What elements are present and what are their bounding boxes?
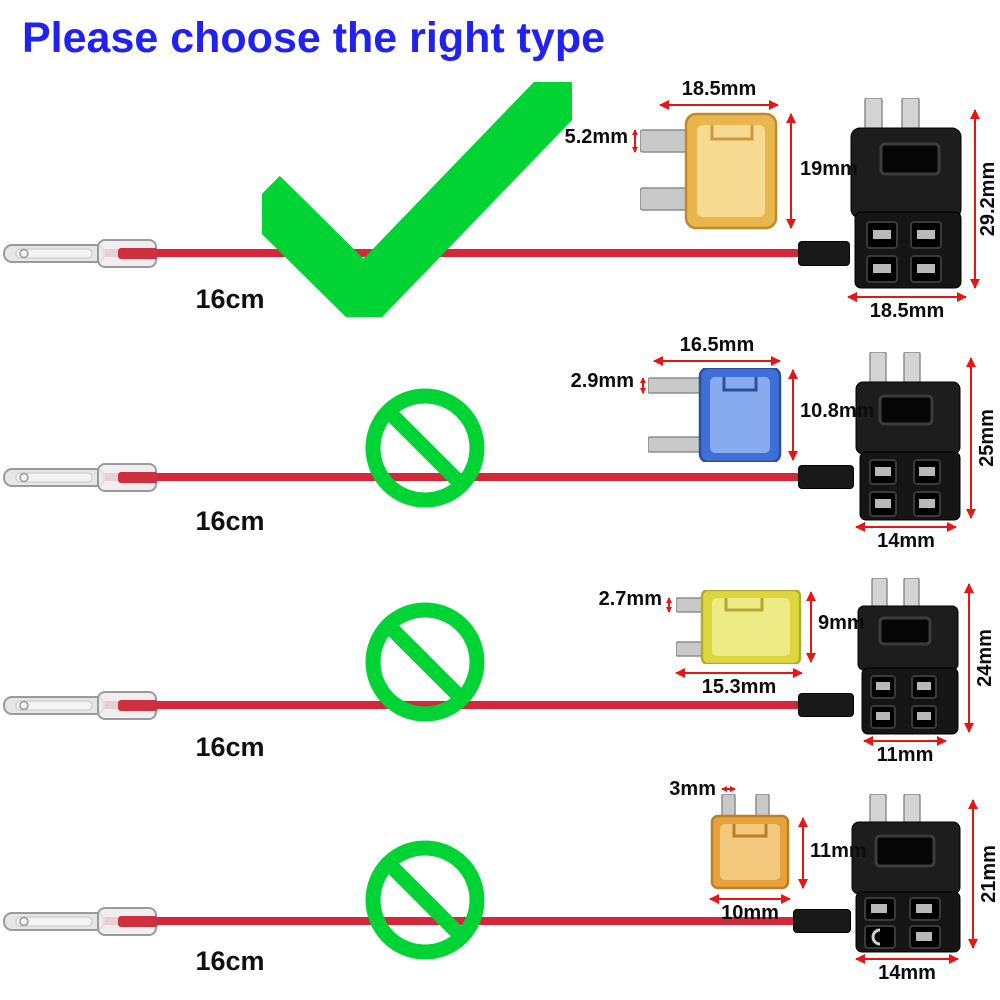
page-title: Please choose the right type [22,14,606,62]
row2-fuse-width-label: 16.5mm [679,334,755,356]
row2-holder-height-label: 25mm [976,409,998,467]
row3-fuse-width-label: 15.3mm [701,676,777,698]
row1-blade-label: 5.2mm [564,126,628,148]
row2-fuse-height-arrow [788,369,798,461]
row3-blade-label: 2.7mm [598,588,662,610]
row3-holder-width-arrow [863,736,947,746]
no-symbol-icon [365,388,485,508]
row4-holder-width-arrow [855,954,959,964]
row2-blade-arrow [640,377,646,394]
row2-mini-fuse-graphic [648,368,782,462]
row2-spade-terminal [3,463,158,492]
row3-wire-connector [798,693,854,717]
row3-fuse-height-arrow [806,591,816,663]
row4-spade-terminal [3,907,158,936]
row1-blade-arrow [632,129,638,153]
row1-holder-width-arrow [847,292,967,302]
row4-fuse-holder-graphic [851,794,961,953]
row2-red-wire [8,473,804,481]
row2-fuse-width-arrow [653,356,781,366]
row1-fuse-width-label: 18.5mm [681,78,757,100]
row1-wire-length-label: 16cm [195,284,265,314]
row1-ato-fuse-graphic [640,112,778,230]
row3-holder-width-label: 11mm [876,744,934,766]
row3-blade-arrow [666,597,672,613]
row4-micro2-fuse-graphic [710,794,790,890]
no-symbol-icon [365,840,485,960]
row1-fuse-holder-graphic [850,98,962,289]
row3-holder-height-arrow [964,583,974,733]
row4-fuse-width-arrow [709,894,791,904]
row4-red-wire [8,917,799,925]
row1-fuse-height-arrow [786,113,796,229]
row1-holder-width-label: 18.5mm [869,300,945,322]
row4-wire-connector [793,909,851,933]
row1-spade-terminal [3,239,158,268]
row3-holder-height-label: 24mm [974,629,996,687]
row1-fuse-height-label: 19mm [800,158,858,180]
row4-fuse-width-label: 10mm [721,902,779,924]
row4-fuse-height-label: 11mm [810,840,867,862]
row2-holder-width-label: 14mm [877,530,935,552]
row1-wire-connector [798,241,850,266]
checkmark-icon [262,82,572,317]
row2-holder-width-arrow [855,522,957,532]
row2-blade-label: 2.9mm [570,370,634,392]
row4-holder-height-label: 21mm [978,845,1000,903]
row3-low-profile-fuse-graphic [676,590,802,664]
row4-blade-label: 3mm [669,778,716,800]
row4-holder-height-arrow [968,799,978,949]
row4-holder-width-label: 14mm [878,962,936,984]
row1-holder-height-label: 29.2mm [977,161,999,237]
row2-wire-connector [798,465,854,489]
row1-fuse-width-arrow [659,100,779,110]
row2-fuse-holder-graphic [855,352,961,521]
row3-fuse-height-label: 9mm [818,612,865,634]
row3-wire-length-label: 16cm [195,732,265,762]
row4-blade-arrow [721,786,736,792]
no-symbol-icon [365,602,485,722]
row2-fuse-height-label: 10.8mm [800,400,875,422]
row4-wire-length-label: 16cm [195,946,265,976]
row4-fuse-height-arrow [798,817,808,889]
row2-wire-length-label: 16cm [195,506,265,536]
row3-fuse-holder-graphic [857,578,959,735]
row2-holder-height-arrow [966,357,976,519]
row1-holder-height-arrow [970,109,980,289]
row3-fuse-width-arrow [675,668,803,678]
row3-spade-terminal [3,691,158,720]
